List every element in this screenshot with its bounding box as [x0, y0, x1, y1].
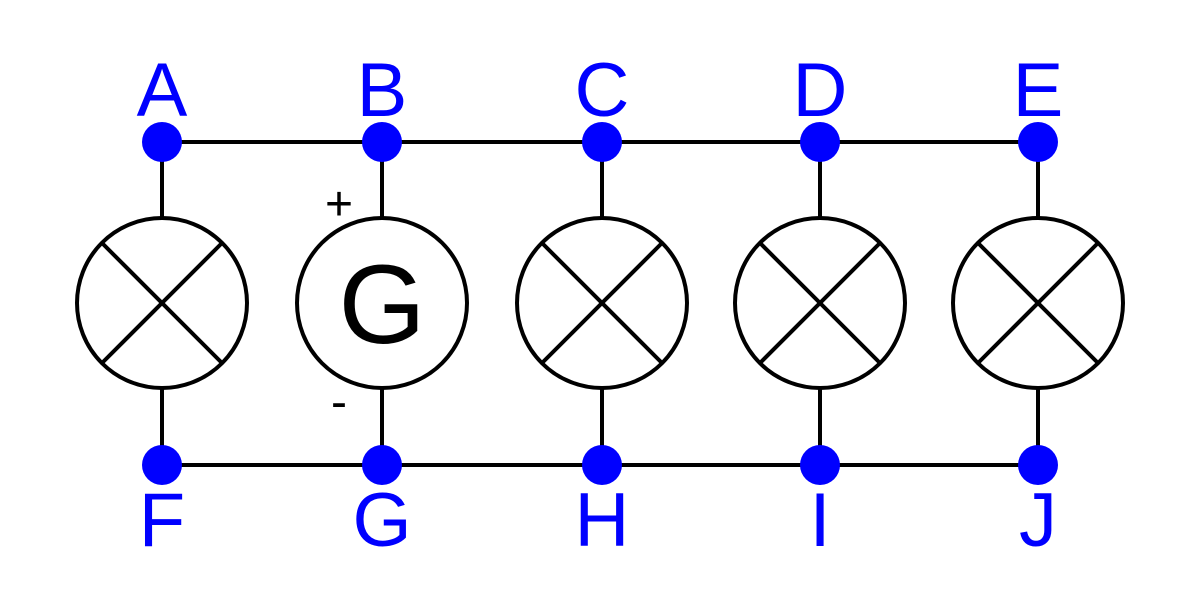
node-I [800, 445, 840, 485]
lamp-cross-line [758, 241, 882, 365]
node-A [142, 122, 182, 162]
node-label-F: F [139, 478, 185, 563]
lamp-cross-line [100, 241, 224, 365]
generator-symbol [295, 216, 469, 390]
node-label-I: I [809, 478, 830, 563]
node-label-J: J [1019, 478, 1057, 563]
node-C [582, 122, 622, 162]
node-B [362, 122, 402, 162]
lamp-cross-line [540, 241, 664, 365]
minus-sign: - [331, 376, 347, 429]
node-label-D: D [793, 48, 848, 133]
node-label-E: E [1013, 48, 1064, 133]
node-G [362, 445, 402, 485]
node-H [582, 445, 622, 485]
plus-sign: + [325, 178, 353, 231]
generator-label: G [338, 242, 425, 367]
node-label-H: H [575, 478, 630, 563]
node-D [800, 122, 840, 162]
node-E [1018, 122, 1058, 162]
node-label-C: C [575, 48, 630, 133]
node-label-A: A [137, 48, 188, 133]
node-label-B: B [357, 48, 408, 133]
node-F [142, 445, 182, 485]
lamp-cross-line [976, 241, 1100, 365]
node-label-G: G [352, 478, 411, 563]
node-J [1018, 445, 1058, 485]
